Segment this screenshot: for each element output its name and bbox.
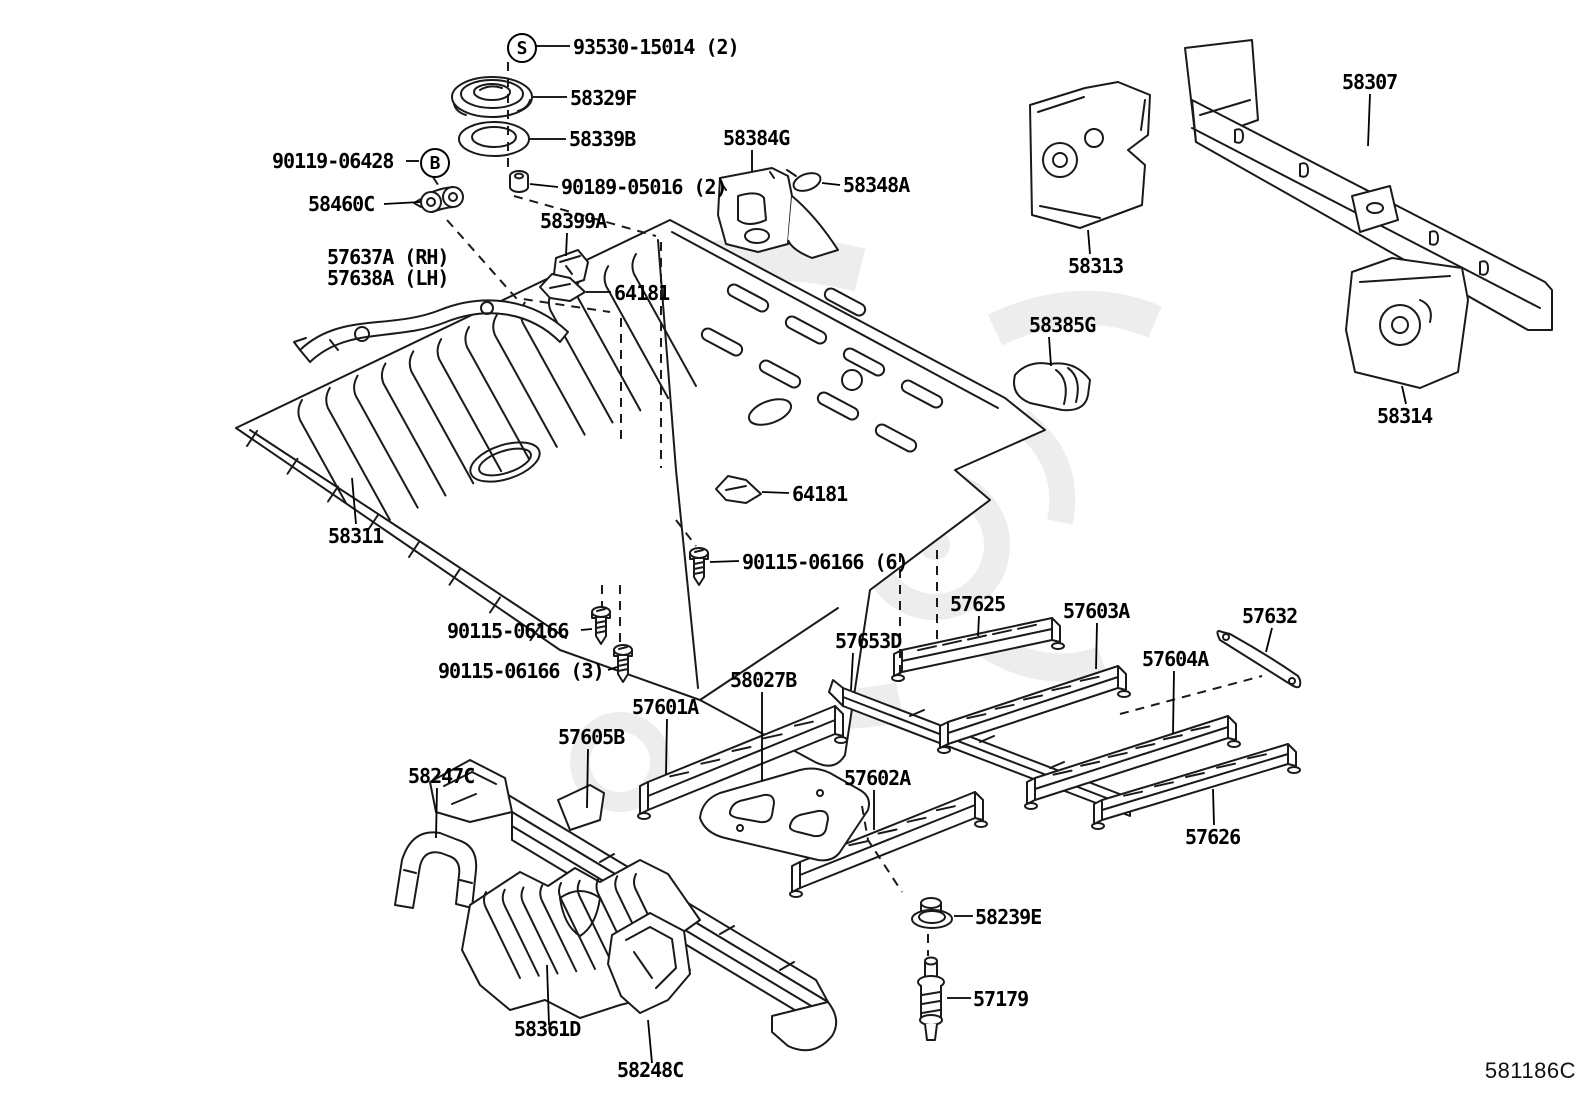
part-label-58314[interactable]: 58314 (1377, 404, 1433, 428)
part-label-57638A-LH[interactable]: 57638A (LH) (327, 266, 449, 290)
part-label-58313[interactable]: 58313 (1068, 254, 1124, 278)
part-label-58460C[interactable]: 58460C (308, 192, 375, 216)
bracket-57637a-drawing (294, 300, 568, 362)
clip-58385g-drawing (1014, 363, 1090, 410)
part-label-57632[interactable]: 57632 (1242, 604, 1298, 628)
part-label-90189-05016[interactable]: 90189-05016 (2) (561, 175, 728, 199)
part-label-93530-15014[interactable]: 93530-15014 (2) (573, 35, 740, 59)
ring-58339b-drawing (459, 122, 529, 156)
part-label-58248C[interactable]: 58248C (617, 1058, 684, 1082)
part-label-58384G[interactable]: 58384G (723, 126, 790, 150)
bolt-57179-drawing (918, 958, 944, 1041)
floor-pan-58311-drawing (236, 220, 1045, 766)
part-label-90119-06428[interactable]: 90119-06428 (272, 149, 394, 173)
fastener-symbol-b[interactable]: B (420, 148, 450, 178)
screw-90115-drawing-3 (614, 645, 632, 682)
part-label-58361D[interactable]: 58361D (514, 1017, 581, 1041)
part-label-58307[interactable]: 58307 (1342, 70, 1398, 94)
panel-58314-drawing (1346, 258, 1468, 388)
rail-57626-drawing (1092, 744, 1300, 829)
rail-57603a-drawing (938, 666, 1130, 753)
panel-58027b-drawing (700, 769, 869, 861)
part-label-58385G[interactable]: 58385G (1029, 313, 1096, 337)
part-label-90115-06166-3[interactable]: 90115-06166 (3) (438, 659, 605, 683)
rail-57604a-drawing (1025, 716, 1240, 809)
part-label-57602A[interactable]: 57602A (844, 766, 911, 790)
screw-90115-drawing-2 (592, 607, 610, 644)
part-label-57626[interactable]: 57626 (1185, 825, 1241, 849)
clip-58348a-drawing (787, 170, 823, 195)
part-label-58329F[interactable]: 58329F (570, 86, 637, 110)
part-label-57179[interactable]: 57179 (973, 987, 1029, 1011)
part-label-90115-06166-6[interactable]: 90115-06166 (6) (742, 550, 909, 574)
dashed-assembly-lines (433, 62, 1262, 956)
bracket-58384g-drawing (718, 168, 838, 258)
rail-57625-drawing (892, 618, 1064, 681)
grommet-58239e-drawing (912, 898, 952, 928)
screws-90115-drawing (592, 548, 708, 682)
part-label-57604A[interactable]: 57604A (1142, 647, 1209, 671)
part-label-58311[interactable]: 58311 (328, 524, 384, 548)
bracket-58247c-drawing (395, 832, 476, 908)
part-label-58027B[interactable]: 58027B (730, 668, 797, 692)
bracket-58248c-drawing (608, 913, 690, 1013)
screw-90115-drawing-1 (690, 548, 708, 585)
part-label-57637A-RH[interactable]: 57637A (RH) (327, 245, 449, 269)
part-label-58339B[interactable]: 58339B (569, 127, 636, 151)
fastener-symbol-s-letter: S (516, 37, 528, 59)
part-label-64181-mid[interactable]: 64181 (792, 482, 848, 506)
fastener-symbol-b-letter: B (429, 152, 441, 174)
part-label-57653D[interactable]: 57653D (835, 629, 902, 653)
part-label-58239E[interactable]: 58239E (975, 905, 1042, 929)
fastener-symbol-s[interactable]: S (507, 33, 537, 63)
part-label-57603A[interactable]: 57603A (1063, 599, 1130, 623)
nut-90189-drawing (510, 171, 528, 192)
rail-57602a-drawing (790, 792, 987, 897)
clip-64181-mid-drawing (716, 476, 761, 503)
part-label-90115-06166[interactable]: 90115-06166 (447, 619, 569, 643)
clip-58460c-drawing (414, 187, 463, 212)
part-label-58247C[interactable]: 58247C (408, 764, 475, 788)
part-label-58399A[interactable]: 58399A (540, 209, 607, 233)
leader-lines (352, 46, 1406, 1063)
panel-58313-drawing (1030, 82, 1150, 228)
part-label-58348A[interactable]: 58348A (843, 173, 910, 197)
clip-64181-top-drawing (540, 274, 585, 301)
part-label-64181-top[interactable]: 64181 (614, 281, 670, 305)
grommet-58329f-drawing (452, 77, 532, 117)
strip-57632-drawing (1217, 631, 1300, 687)
part-label-57601A[interactable]: 57601A (632, 695, 699, 719)
diagram-code: 581186C (1484, 1058, 1576, 1083)
part-label-57605B[interactable]: 57605B (558, 725, 625, 749)
rail-57601a-drawing (638, 706, 847, 819)
part-label-57625[interactable]: 57625 (950, 592, 1006, 616)
